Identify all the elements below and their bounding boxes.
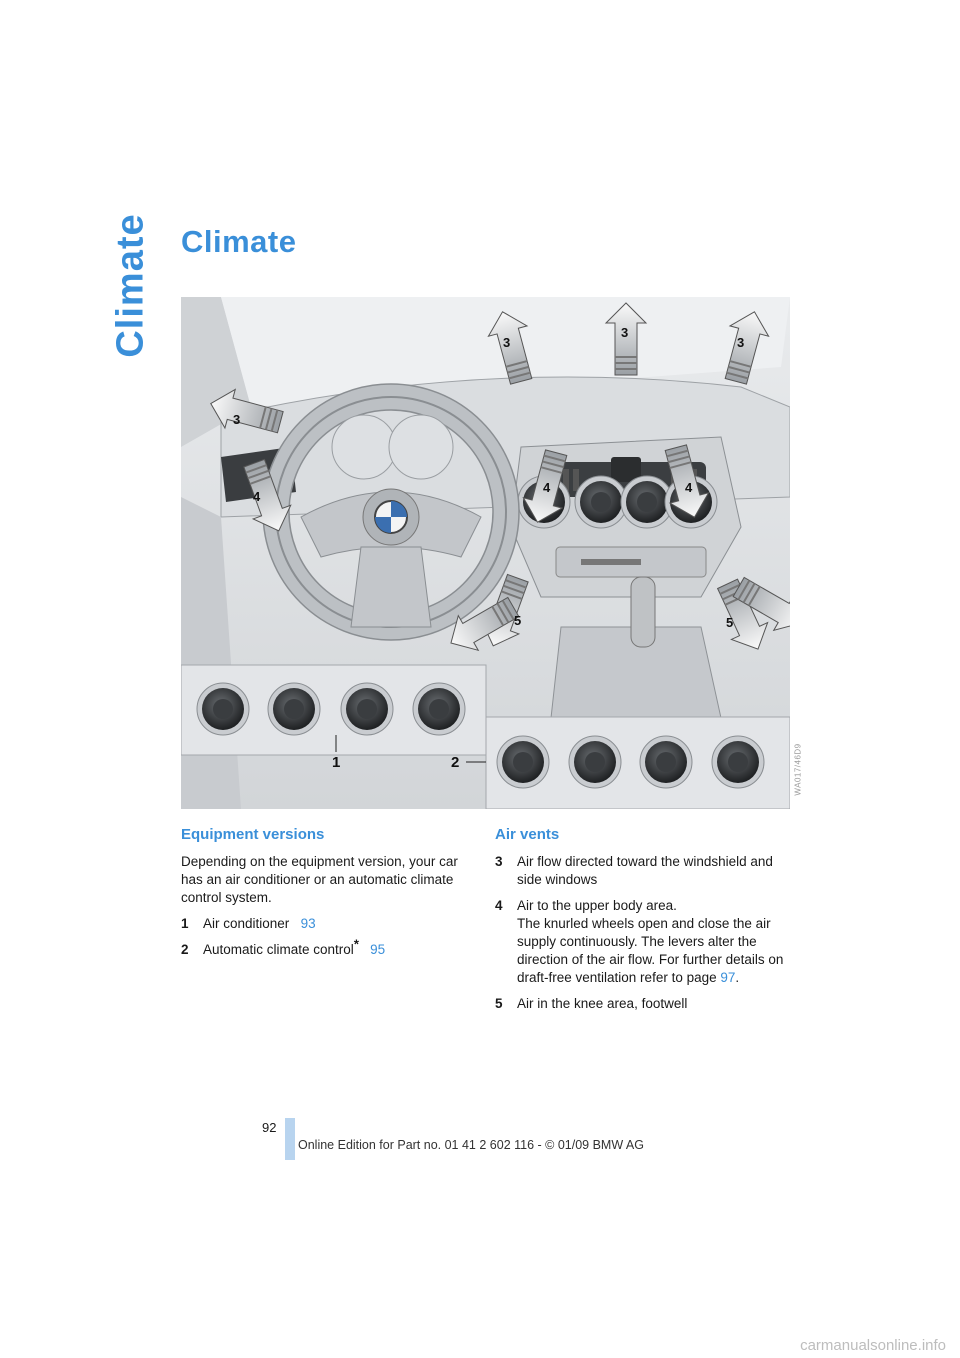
item-text: Air to the upper body area. [517, 898, 677, 913]
item-number: 3 [495, 854, 503, 869]
equipment-intro: Depending on the equipment version, your… [181, 854, 458, 905]
item-number: 5 [495, 996, 503, 1011]
item-number: 4 [495, 898, 503, 913]
item-detail: The knurled wheels open and close the ai… [517, 916, 784, 985]
callout-2: 2 [451, 754, 459, 771]
vents-section: Air vents 3 Air flow directed toward the… [495, 826, 785, 1021]
figure-code: WA017/46D9 [792, 734, 804, 804]
dashboard-illustration: 1 2 3 3 3 3 4 4 4 5 5 [181, 297, 790, 809]
equipment-section: Equipment versions Depending on the equi… [181, 826, 471, 967]
item-text: Air flow directed toward the windshield … [517, 854, 773, 887]
callout-4c: 4 [685, 480, 693, 495]
vents-heading: Air vents [495, 826, 560, 843]
item-text: Air conditioner [203, 916, 290, 931]
list-item: 2 Automatic climate control* 95 [181, 938, 471, 959]
side-tab-label: Climate [109, 212, 152, 358]
callout-3a: 3 [503, 335, 510, 350]
list-item: 5 Air in the knee area, footwell [495, 995, 785, 1013]
list-item: 1 Air conditioner 93 [181, 915, 471, 933]
callout-3d: 3 [233, 412, 240, 427]
side-tab: Climate [108, 213, 154, 357]
callout-5b: 5 [726, 615, 733, 630]
page-link[interactable]: 95 [370, 942, 386, 957]
callout-3c: 3 [737, 335, 744, 350]
page-number: 92 [262, 1120, 277, 1135]
item-number: 2 [181, 942, 189, 957]
item-detail-end: . [735, 970, 740, 985]
item-text: Automatic climate control [203, 942, 354, 957]
watermark: carmanualsonline.info [800, 1337, 946, 1354]
footer-text: Online Edition for Part no. 01 41 2 602 … [298, 1138, 644, 1152]
callout-5a: 5 [514, 613, 521, 628]
callout-3b: 3 [621, 325, 628, 340]
callout-4a: 4 [253, 489, 261, 504]
equipment-heading: Equipment versions [181, 826, 325, 843]
item-text: Air in the knee area, footwell [517, 996, 688, 1011]
footer-bar [285, 1118, 295, 1160]
item-number: 1 [181, 916, 189, 931]
figure-code-text: WA017/46D9 [793, 742, 803, 796]
list-item: 4 Air to the upper body area. The knurled… [495, 897, 785, 987]
callout-1: 1 [332, 754, 340, 771]
page-title: Climate [181, 224, 297, 259]
list-item: 3 Air flow directed toward the windshiel… [495, 853, 785, 889]
page-link[interactable]: 97 [720, 970, 736, 985]
callout-4b: 4 [543, 480, 551, 495]
option-star-icon: * [353, 936, 359, 952]
page-link[interactable]: 93 [300, 916, 316, 931]
